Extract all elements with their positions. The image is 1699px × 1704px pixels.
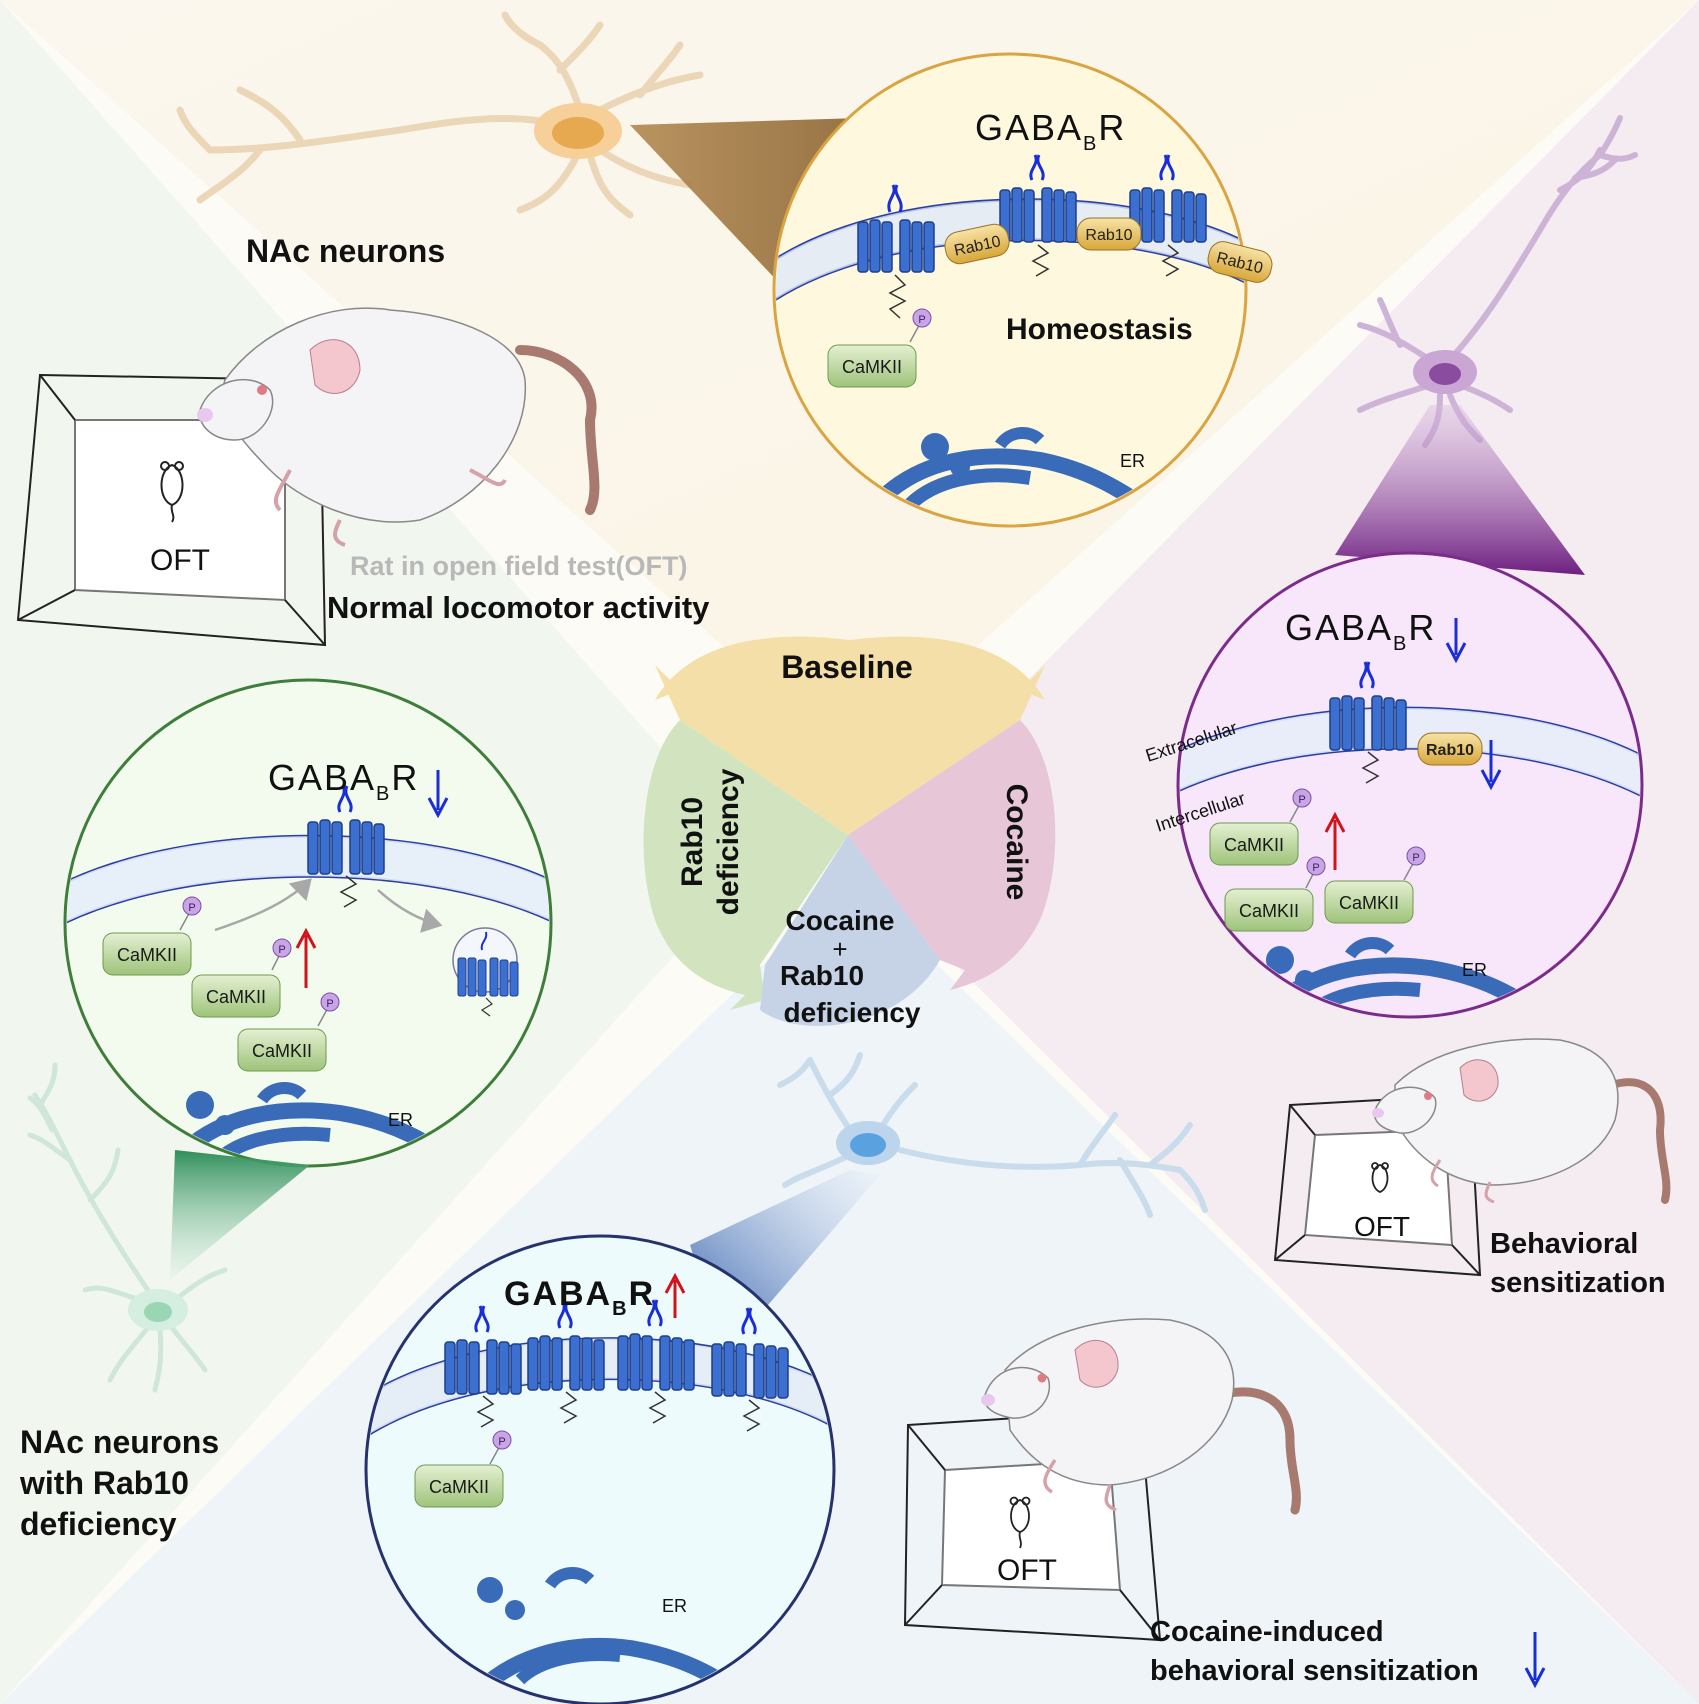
cocaine-behavior-label-1: Behavioral	[1490, 1228, 1638, 1260]
cocaine-phospho-1: P	[1298, 794, 1305, 806]
cocaine-receptor-label: GABABR	[1285, 607, 1436, 655]
blue-neuron	[777, 1052, 1208, 1218]
combo-circle: GABABR P CaMKII ER	[364, 1234, 836, 1704]
center-baseline-label: Baseline	[781, 649, 913, 685]
combo-behavior-label-1: Cocaine-induced	[1150, 1616, 1384, 1648]
center-combo-label-3: Rab10	[780, 960, 864, 991]
cocaine-er-label: ER	[1462, 960, 1487, 980]
combo-phospho: P	[498, 1436, 505, 1448]
center-rab10-label-1: Rab10	[676, 797, 709, 887]
baseline-circle: Rab10 Rab10 Rab10 P CaMKII GABABR Homeos…	[772, 52, 1273, 528]
combo-oft-label: OFT	[997, 1554, 1057, 1587]
combo-er-label: ER	[662, 1596, 687, 1616]
baseline-oft-mouse-icon	[160, 461, 184, 523]
baseline-receptor-label: GABABR	[975, 107, 1126, 155]
combo-behavior-label-2: behavioral sensitization	[1150, 1655, 1479, 1687]
rab10-phospho-1: P	[188, 902, 195, 914]
cocaine-camkii-label-2: CaMKII	[1239, 901, 1299, 921]
center-rab10-segment	[643, 720, 848, 1010]
rab10-phospho-3: P	[326, 998, 333, 1010]
nac-neuron-orange	[176, 11, 704, 219]
combo-oft-mouse-icon	[1009, 1496, 1031, 1549]
purple-neuron	[1357, 115, 1638, 448]
rab10-zoom-beam	[170, 1150, 310, 1280]
purple-neuron-nucleus	[1429, 363, 1461, 385]
nac-neurons-label: NAc neurons	[246, 233, 445, 269]
rab10-neuron-label-1: NAc neurons	[20, 1424, 219, 1460]
green-neuron	[27, 1062, 228, 1393]
nac-neuron-orange-nucleus	[552, 117, 604, 149]
cocaine-oft-mouse-icon	[1371, 1162, 1389, 1193]
cocaine-camkii-1	[1209, 822, 1299, 866]
baseline-camkii-label: CaMKII	[842, 357, 902, 377]
rat-oft-caption: Rat in open field test(OFT)	[350, 551, 688, 581]
cocaine-circle: Rab10 GABABR Extracelular Intercellular …	[1143, 551, 1644, 1019]
rab10-neuron-label-3: deficiency	[20, 1506, 177, 1542]
center-rab10-label-2: deficiency	[712, 768, 745, 915]
baseline-rat	[197, 307, 600, 547]
blue-neuron-nucleus	[850, 1133, 886, 1157]
cocaine-behavior-label-2: sensitization	[1490, 1267, 1666, 1299]
rab10-camkii-label-3: CaMKII	[252, 1041, 312, 1061]
rab10-circle: GABABR P CaMKII P CaMKII P CaMKII ER	[63, 678, 553, 1168]
combo-receptor-label: GABABR	[504, 1275, 655, 1320]
center-combo-label-2: +	[832, 934, 847, 964]
cocaine-rab10-label: Rab10	[1426, 742, 1474, 759]
rab10-er-label: ER	[388, 1110, 413, 1130]
rab10-camkii-2	[191, 974, 281, 1018]
rab10-camkii-3	[237, 1028, 327, 1072]
center-cocaine-label: Cocaine	[1000, 784, 1033, 901]
rab10-camkii-label-1: CaMKII	[117, 945, 177, 965]
cocaine-camkii-2	[1224, 888, 1314, 932]
cocaine-phospho-3: P	[1412, 852, 1419, 864]
cocaine-camkii-label-3: CaMKII	[1339, 893, 1399, 913]
cocaine-camkii-3	[1324, 880, 1414, 924]
center-wheel: Baseline Rab10 deficiency Cocaine Cocain…	[643, 636, 1056, 1028]
cocaine-camkii-label-1: CaMKII	[1224, 835, 1284, 855]
rab10-neuron-label-2: with Rab10	[19, 1465, 189, 1501]
center-combo-label-4: deficiency	[784, 997, 921, 1028]
baseline-phospho: P	[918, 314, 925, 326]
combo-camkii-label: CaMKII	[429, 1477, 489, 1497]
cocaine-phospho-2: P	[1312, 862, 1319, 874]
cocaine-oft-label: OFT	[1354, 1211, 1410, 1242]
rab10-receptor-label: GABABR	[268, 757, 419, 805]
baseline-rab10-label-2: Rab10	[1085, 227, 1132, 244]
rab10-camkii-label-2: CaMKII	[206, 987, 266, 1007]
rab10-phospho-2: P	[278, 944, 285, 956]
baseline-oft-label: OFT	[150, 544, 210, 577]
combo-rat	[981, 1318, 1301, 1515]
green-neuron-nucleus	[144, 1302, 172, 1322]
center-combo-label-1: Cocaine	[786, 905, 895, 936]
cocaine-zoom-beam	[1335, 405, 1585, 575]
center-cocaine-segment	[848, 720, 1056, 990]
normal-locomotor-label: Normal locomotor activity	[327, 590, 710, 625]
center-combo-segment	[760, 835, 940, 1026]
center-baseline-segment	[655, 636, 1045, 835]
cocaine-rat	[1372, 1038, 1671, 1204]
baseline-camkii	[827, 344, 917, 388]
rab10-camkii-1	[102, 932, 192, 976]
homeostasis-label: Homeostasis	[1006, 313, 1193, 346]
baseline-er-label: ER	[1120, 451, 1145, 471]
combo-camkii	[414, 1464, 504, 1508]
